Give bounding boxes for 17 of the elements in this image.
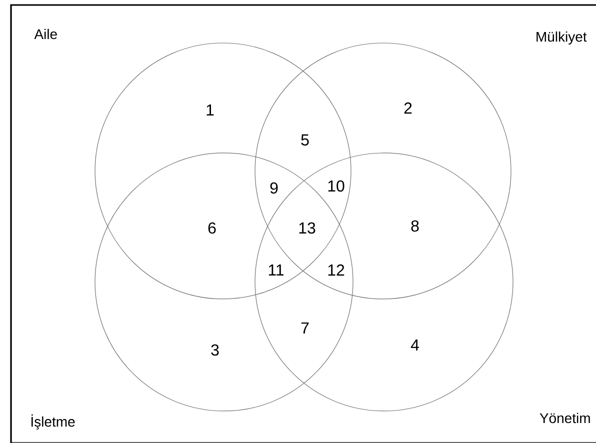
region-number: 9	[270, 182, 278, 194]
set-label: Mülkiyet	[536, 31, 587, 44]
region-number: 6	[208, 222, 216, 234]
region-number: 13	[299, 222, 316, 234]
region-number: 11	[268, 264, 284, 276]
set-label: Aile	[34, 28, 57, 40]
set-label: Yönetim	[540, 412, 590, 424]
region-number: 5	[301, 134, 309, 146]
region-number: 2	[404, 102, 412, 114]
region-number: 1	[206, 104, 214, 116]
set-label: İşletme	[32, 414, 75, 430]
region-number: 3	[211, 344, 219, 356]
region-number: 4	[410, 339, 419, 350]
region-number: 7	[301, 322, 309, 334]
region-number: 12	[328, 264, 344, 276]
region-number: 8	[411, 220, 419, 232]
region-number: 10	[328, 180, 344, 192]
